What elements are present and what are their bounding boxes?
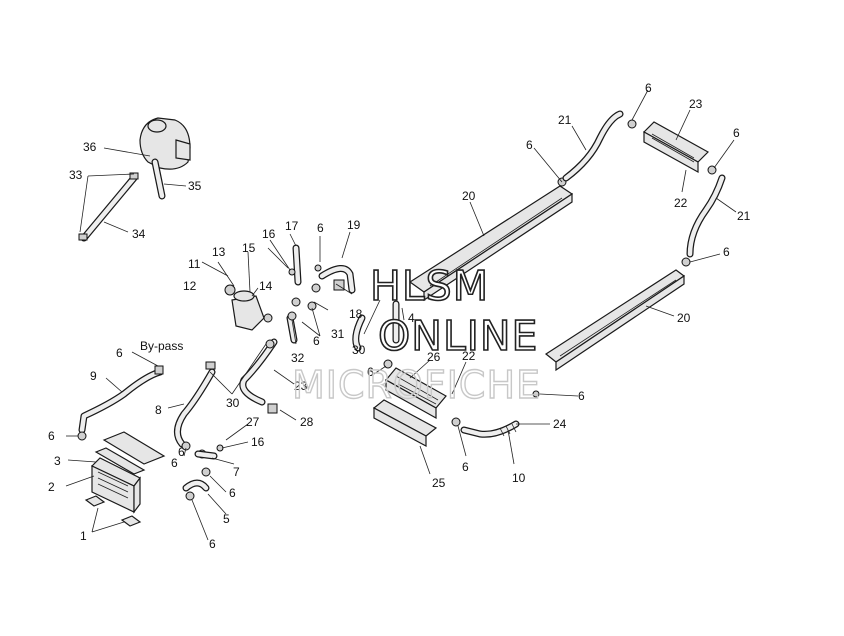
callout-6-d: 6	[48, 429, 55, 443]
callout-16-low: 16	[251, 435, 265, 449]
callout-30-left: 30	[226, 396, 240, 410]
pads-1	[84, 495, 142, 527]
thermostat-housing-14	[224, 284, 265, 331]
callout-6-k: 6	[723, 245, 730, 259]
callout-22-upper: 22	[674, 196, 688, 210]
callout-22-lower: 22	[462, 349, 476, 363]
callout-10: 10	[512, 471, 526, 485]
bracket-3	[94, 431, 166, 475]
callout-24: 24	[553, 417, 567, 431]
callout-6-i: 6	[462, 460, 469, 474]
callout-6-f: 6	[229, 486, 236, 500]
panel-25	[372, 399, 438, 448]
tank-hose-35	[151, 158, 166, 200]
callout-2: 2	[48, 480, 55, 494]
callout-11: 11	[188, 257, 201, 271]
radiator-23-upper	[643, 121, 709, 174]
callout-35: 35	[188, 179, 202, 193]
callout-9: 9	[90, 369, 97, 383]
callout-23-upper: 23	[689, 97, 703, 111]
callout-labels: 36 33 35 34 13 11 12 14 15 16 17 6 19 18…	[48, 81, 751, 551]
callout-6-h: 6	[367, 365, 374, 379]
watermark-line-2: ONLINE	[378, 312, 538, 360]
callout-5: 5	[223, 512, 230, 526]
callout-36: 36	[83, 140, 97, 154]
pipe-32	[286, 314, 298, 344]
callout-31: 31	[331, 327, 345, 341]
callout-34: 34	[132, 227, 146, 241]
callout-21-lower: 21	[737, 209, 751, 223]
callout-14: 14	[259, 279, 273, 293]
callout-17: 17	[285, 219, 299, 233]
callout-7: 7	[233, 465, 240, 479]
callout-30-mid: 30	[352, 343, 366, 357]
callout-6-m: 6	[645, 81, 652, 95]
callout-6-a: 6	[317, 221, 324, 235]
callout-23-lower: 23	[294, 379, 308, 393]
callout-6-l: 6	[733, 126, 740, 140]
hose-9	[78, 365, 164, 434]
callout-16-top: 16	[262, 227, 276, 241]
callout-12: 12	[183, 279, 197, 293]
callout-26: 26	[427, 350, 441, 364]
hose-17	[292, 244, 302, 286]
callout-6-j: 6	[578, 389, 585, 403]
hose-21-lower	[686, 174, 726, 258]
leader-lines	[65, 89, 737, 541]
hose-4	[352, 300, 400, 352]
tube-34	[78, 172, 139, 242]
expansion-tank	[139, 117, 191, 170]
callout-3: 3	[54, 454, 61, 468]
radiator-26	[385, 367, 447, 420]
callout-6-o: 6	[178, 445, 185, 459]
callout-32: 32	[291, 351, 305, 365]
callout-6-b: 6	[313, 334, 320, 348]
plate-20-upper	[408, 185, 574, 302]
callout-18: 18	[349, 307, 363, 321]
callout-28: 28	[300, 415, 314, 429]
callout-20-lower: 20	[677, 311, 691, 325]
callout-6-c: 6	[116, 346, 123, 360]
plate-20-lower	[544, 269, 686, 372]
connector-7	[194, 450, 218, 460]
callout-bypass: By-pass	[140, 339, 183, 353]
callout-21-upper: 21	[558, 113, 572, 127]
callout-6-n: 6	[526, 138, 533, 152]
hose-8	[174, 361, 216, 448]
callout-8: 8	[155, 403, 162, 417]
callout-33: 33	[69, 168, 83, 182]
callout-13: 13	[212, 245, 226, 259]
callout-4: 4	[408, 311, 415, 325]
callout-1: 1	[80, 529, 87, 543]
elbow-5	[182, 479, 210, 492]
callout-6-e: 6	[171, 456, 178, 470]
hose-21-upper	[562, 110, 624, 182]
oil-cooler-2	[90, 457, 141, 514]
callout-19: 19	[347, 218, 361, 232]
callout-15: 15	[242, 241, 256, 255]
watermark-line-1: HLSM	[370, 262, 489, 310]
callout-20-upper: 20	[462, 189, 476, 203]
watermark: HLSM ONLINE MICROFICHE	[291, 261, 541, 408]
callout-25: 25	[432, 476, 446, 490]
watermark-line-3: MICROFICHE	[292, 363, 541, 407]
callout-27: 27	[246, 415, 260, 429]
callout-6-g: 6	[209, 537, 216, 551]
hose-19	[318, 265, 356, 294]
hose-23-lower	[239, 338, 278, 414]
